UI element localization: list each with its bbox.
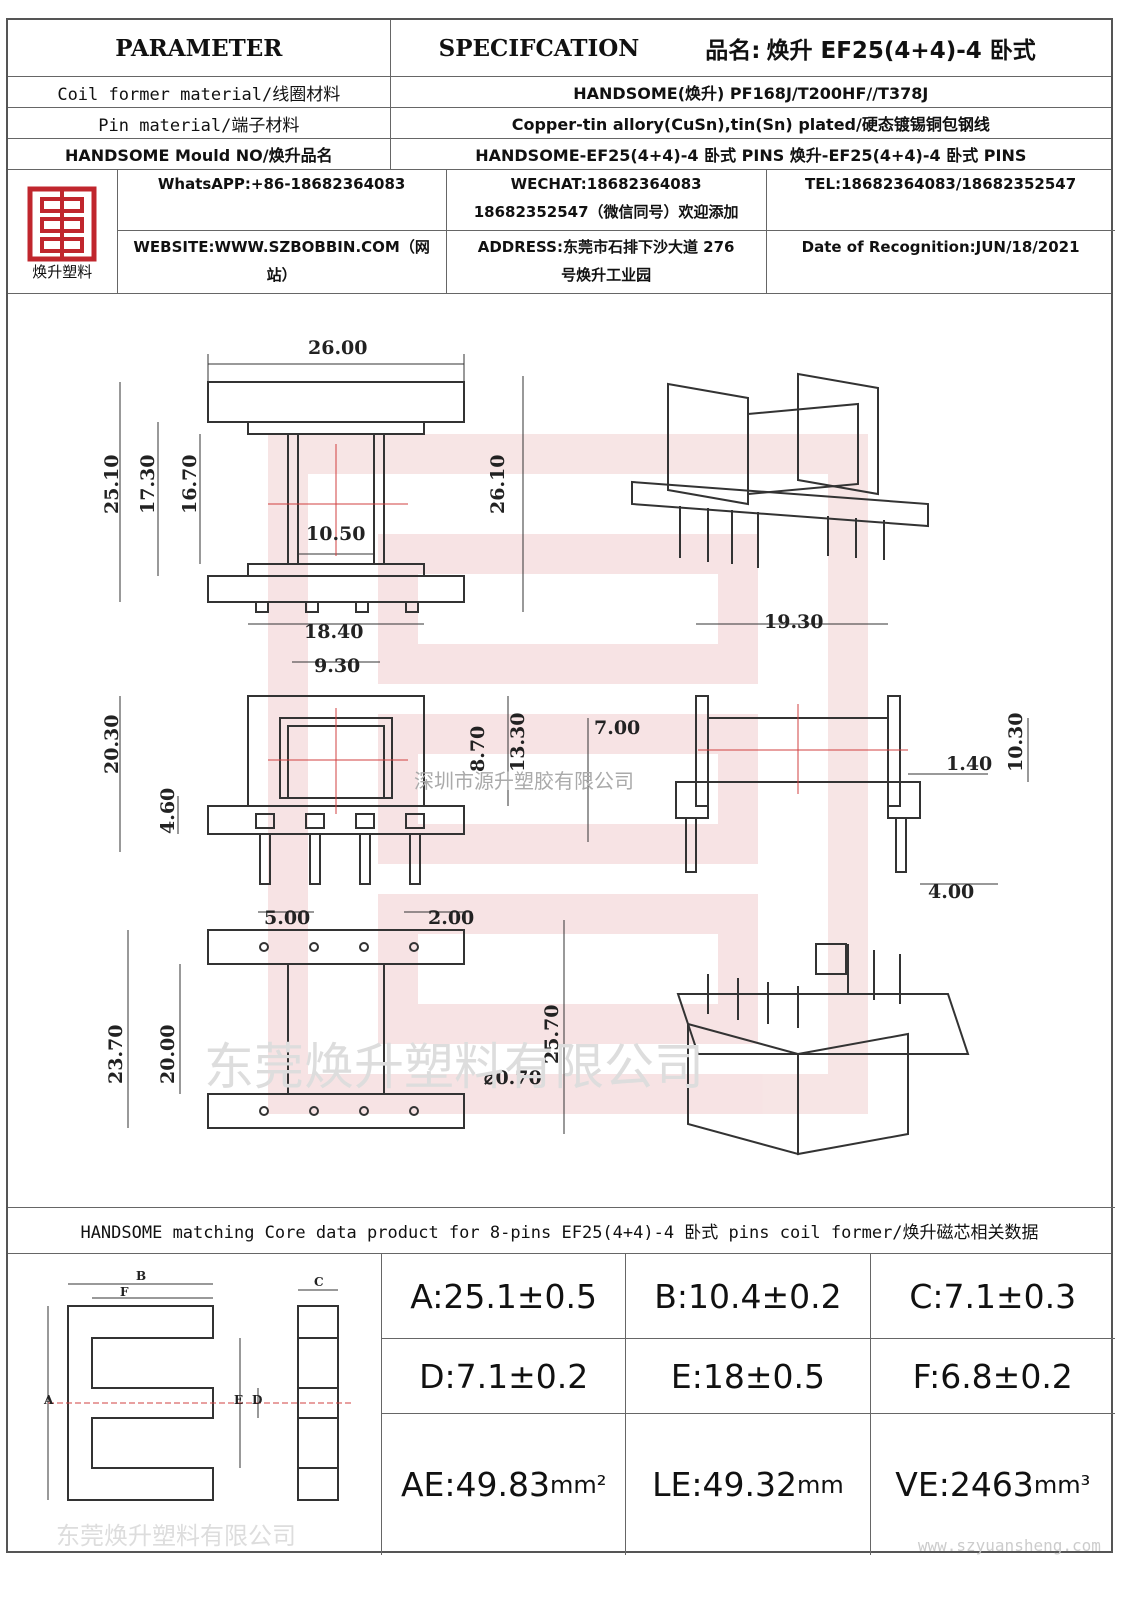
dim-q: 4.00 [928,881,974,903]
le-unit: mm [796,1470,844,1499]
whatsapp-cell: WhatsAPP:+86-18682364083 [117,170,447,231]
dim-s: 2.00 [428,907,474,929]
recognition-date: Date of Recognition:JUN/18/2021 [801,238,1080,256]
website-watermark: www.szyuansheng.com [917,1536,1101,1555]
core-value-f: F:6.8±0.2 [912,1356,1073,1396]
dim-w: 25.70 [541,1005,563,1065]
spec-label: HANDSOME Mould NO/焕升品名 [8,139,391,169]
product-name-label: 品名: [705,38,761,64]
core-label-a: A [43,1393,54,1407]
ae-value: AE:49.83 [400,1465,550,1504]
dim-b: 25.10 [101,455,123,515]
le-value: LE:49.32 [652,1465,797,1504]
dim-t: 23.70 [105,1025,127,1085]
spec-value: HANDSOME(焕升) PF168J/T200HF//T378J [573,84,929,103]
core-value-b: B:10.4±0.2 [626,1254,871,1338]
tel: TEL:18682364083/18682352547 [805,175,1077,193]
whatsapp: WhatsAPP:+86-18682364083 [157,175,406,193]
date-cell: Date of Recognition:JUN/18/2021 [767,231,1115,293]
dim-g: 18.40 [304,621,364,643]
dim-a: 26.00 [308,337,368,359]
contact-grid: WhatsAPP:+86-18682364083 WECHAT:18682364… [117,170,1115,293]
tel-cell: TEL:18682364083/18682352547 [766,170,1115,231]
ve-value: VE:2463 [895,1465,1034,1504]
spec-label: Pin material/端子材料 [8,108,391,138]
spec-label: Coil former material/线圈材料 [8,77,391,107]
spec-value: Copper-tin allory(CuSn),tin(Sn) plated/硬… [511,115,990,134]
bottom-view [207,929,465,965]
dim-l: 13.30 [507,713,529,773]
spec-sheet: PARAMETER SPECIFCATION 品名: 焕升 EF25(4+4)-… [6,18,1115,1555]
bobbin-drawing: 26.00 25.10 17.30 16.70 10.50 26.10 18.4… [101,337,1029,1156]
core-diagram: B F A E D C 东莞焕升塑料有限公司 [8,1254,382,1555]
dim-n: 19.30 [764,611,824,633]
dim-h: 9.30 [314,655,360,677]
parameter-heading: PARAMETER [8,20,391,76]
core-label-e: E [234,1393,243,1407]
top-view-flange [207,381,465,423]
dim-v: ⌀0.70 [484,1067,542,1089]
technical-drawing: 26.00 25.10 17.30 16.70 10.50 26.10 18.4… [8,294,1115,1208]
e-core-drawing: B F A E D C 东莞焕升塑料有限公司 [43,1269,353,1550]
core-watermark: 东莞焕升塑料有限公司 [56,1522,296,1550]
dim-c: 17.30 [137,455,159,515]
core-label-f: F [120,1285,129,1299]
spec-row-mould-no: HANDSOME Mould NO/焕升品名 HANDSOME-EF25(4+4… [8,139,1111,170]
dim-m: 7.00 [594,717,640,739]
core-value-e: E:18±0.5 [626,1339,871,1413]
dim-r: 5.00 [264,907,310,929]
dim-f: 26.10 [487,455,509,515]
dim-d: 16.70 [179,455,201,515]
ve-unit: mm³ [1033,1470,1091,1499]
dim-e: 10.50 [306,523,366,545]
address-line2: 号焕升工业园 [561,266,652,284]
core-value-a: A:25.1±0.5 [382,1254,627,1338]
contact-block: 焕升塑料 WhatsAPP:+86-18682364083 WECHAT:186… [8,170,1115,294]
core-label-c: C [314,1275,324,1289]
core-value-c: C:7.1±0.3 [909,1276,1077,1316]
specification-title: SPECIFCATION [438,34,640,62]
specification-heading: SPECIFCATION 品名: 焕升 EF25(4+4)-4 卧式 [391,20,1111,76]
core-values-row-2: D:7.1±0.2 E:18±0.5 F:6.8±0.2 [382,1339,1115,1414]
dim-i: 20.30 [101,715,123,775]
isometric-view-top [631,372,929,568]
dim-u: 20.00 [157,1025,179,1085]
core-value-d: D:7.1±0.2 [382,1339,627,1413]
ae-unit: mm² [549,1470,607,1499]
core-label-d: D [252,1393,262,1407]
logo-text: 焕升塑料 [32,262,93,281]
isometric-view-bottom [676,943,970,1156]
dim-k: 8.70 [467,726,489,772]
spec-row-coil-material: Coil former material/线圈材料 HANDSOME(焕升) P… [8,77,1111,108]
core-data-title: HANDSOME matching Core data product for … [8,1208,1111,1254]
wechat-line1: WECHAT:18682364083 [510,175,702,193]
dim-o: 1.40 [946,753,992,775]
wechat-line2: 18682352547（微信同号）欢迎添加 [473,203,739,221]
core-label-b: B [136,1269,146,1283]
watermark-small: 深圳市源升塑胶有限公司 [414,769,634,793]
product-name-value: 焕升 EF25(4+4)-4 卧式 [766,38,1036,64]
spec-value: HANDSOME-EF25(4+4)-4 卧式 PINS 焕升-EF25(4+4… [475,146,1027,165]
core-values-row-1: A:25.1±0.5 B:10.4±0.2 C:7.1±0.3 [382,1254,1115,1339]
watermark-large: 东莞焕升塑料有限公司 [204,1038,704,1096]
website-cell: WEBSITE:WWW.SZBOBBIN.COM（网 站） [118,231,447,293]
website-line2: 站） [266,266,297,284]
logo-icon [27,186,97,261]
company-logo: 焕升塑料 [8,170,118,293]
dim-p: 10.30 [1005,713,1027,773]
dim-j: 4.60 [157,788,179,834]
wechat-cell: WECHAT:18682364083 18682352547（微信同号）欢迎添加 [446,170,767,231]
website-line1: WEBSITE:WWW.SZBOBBIN.COM（网 [133,238,430,256]
address-line1: ADDRESS:东莞市石排下沙大道 276 [477,238,735,256]
spec-row-pin-material: Pin material/端子材料 Copper-tin allory(CuSn… [8,108,1111,139]
header-row: PARAMETER SPECIFCATION 品名: 焕升 EF25(4+4)-… [8,20,1111,77]
address-cell: ADDRESS:东莞市石排下沙大道 276 号焕升工业园 [447,231,767,293]
